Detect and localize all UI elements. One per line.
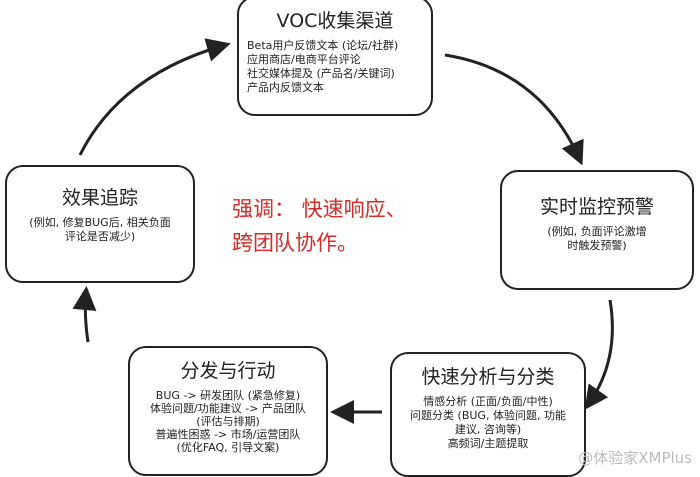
- node-line: BUG -> 研发团队 (紧急修复): [155, 389, 301, 402]
- node-dispatch-action: 分发与行动 BUG -> 研发团队 (紧急修复) 体验问题/功能建议 -> 产品…: [128, 346, 328, 476]
- node-line: (例如, 修复BUG后, 相关负面: [29, 216, 171, 229]
- node-line: 高频词/主题提取: [447, 437, 529, 450]
- node-line: 社交媒体提及 (产品名/关键词): [247, 67, 395, 80]
- node-line: Beta用户反馈文本 (论坛/社群): [247, 39, 399, 52]
- node-line: 情感分析 (正面/负面/中性): [423, 395, 553, 408]
- arrow-voc-to-monitor: [444, 53, 584, 166]
- node-line: (优化FAQ, 引导文案): [176, 441, 280, 454]
- node-line: (例如, 负面评论激增: [547, 225, 647, 238]
- node-line: 应用商店/电商平台评论: [247, 53, 361, 66]
- node-title: 实时监控预警: [539, 196, 654, 218]
- node-title: 快速分析与分类: [421, 366, 555, 388]
- node-line: 问题分类 (BUG, 体验问题, 功能: [410, 409, 566, 422]
- emphasis-line: 强调： 快速响应、: [232, 197, 407, 221]
- node-analysis: 快速分析与分类 情感分析 (正面/负面/中性) 问题分类 (BUG, 体验问题,…: [390, 352, 586, 477]
- node-title: 效果追踪: [61, 187, 138, 209]
- node-line: 评论是否减少): [64, 230, 136, 243]
- node-realtime-monitor: 实时监控预警 (例如, 负面评论激增 时触发预警): [500, 170, 694, 290]
- node-line: 产品内反馈文本: [247, 81, 324, 94]
- node-line: 体验问题/功能建议 -> 产品团队: [150, 402, 306, 415]
- node-title: VOC收集渠道: [276, 10, 394, 32]
- arrow-monitor-to-analysis: [584, 299, 614, 410]
- node-line: (评估与排期): [196, 415, 260, 428]
- arrow-action-to-tracking: [72, 286, 97, 343]
- node-title: 分发与行动: [180, 360, 276, 382]
- arrow-tracking-to-voc: [78, 38, 231, 156]
- emphasis-note: 强调： 快速响应、 跨团队协作。: [232, 192, 442, 260]
- node-line: 建议, 咨询等): [454, 423, 522, 436]
- node-effect-tracking: 效果追踪 (例如, 修复BUG后, 相关负面 评论是否减少): [5, 165, 195, 283]
- watermark: @体验家XMPlus: [578, 449, 692, 467]
- node-line: 普遍性困惑 -> 市场/运营团队: [155, 428, 301, 441]
- emphasis-line: 跨团队协作。: [232, 231, 358, 255]
- node-voc-channels: VOC收集渠道 Beta用户反馈文本 (论坛/社群) 应用商店/电商平台评论 社…: [237, 0, 433, 116]
- node-line: 时触发预警): [567, 239, 627, 252]
